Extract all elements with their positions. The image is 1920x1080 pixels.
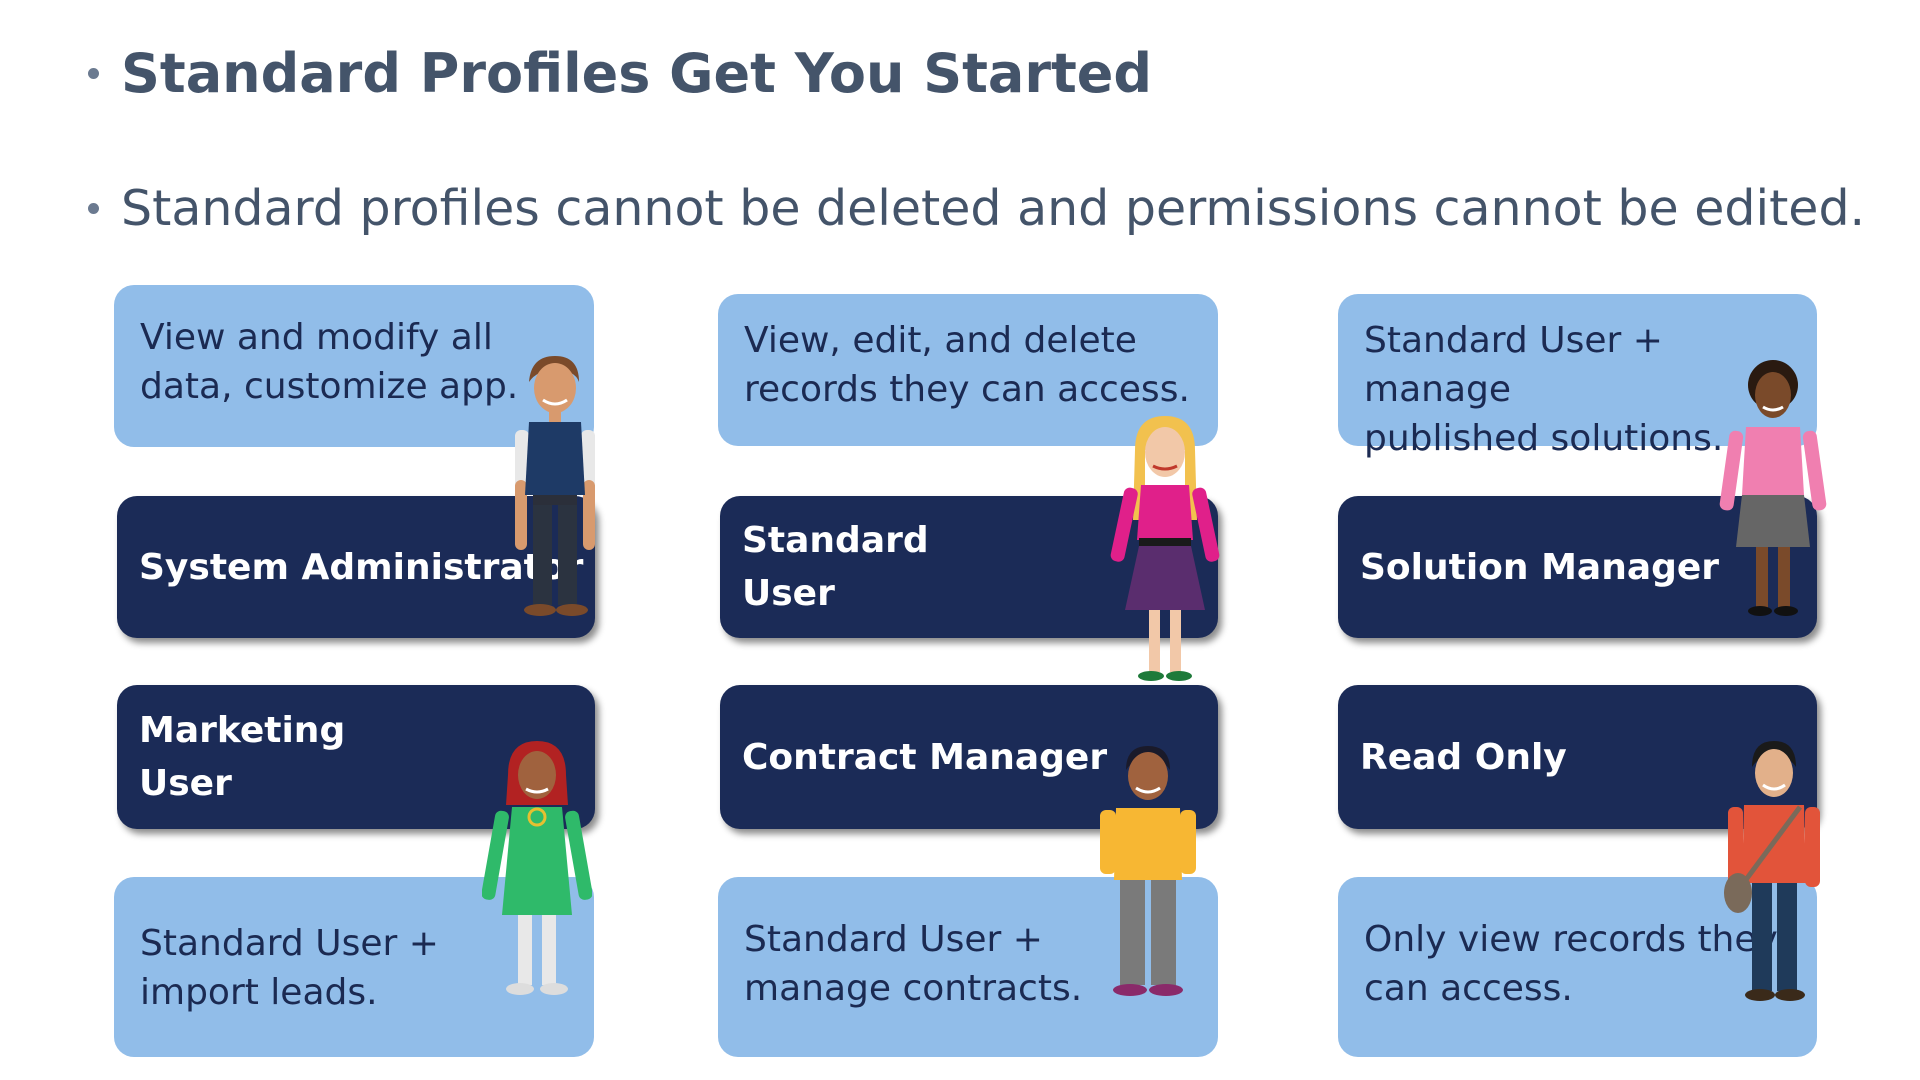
profile-description-card: View, edit, and delete records they can … — [718, 294, 1218, 446]
profile-description: View and modify all data, customize app. — [140, 317, 519, 407]
man-in-navy-vest-icon — [515, 356, 595, 616]
woman-in-pink-top-icon — [1110, 416, 1220, 681]
profile-name-card: Read Only — [1338, 685, 1817, 829]
profile-name: Solution Manager — [1360, 546, 1720, 588]
bullet-icon — [88, 203, 99, 214]
profile-name: Standard User — [742, 520, 929, 614]
slide-title: Standard Profiles Get You Started — [88, 42, 1152, 105]
profile-description-card: Standard User + import leads. — [114, 877, 594, 1057]
slide-title-text: Standard Profiles Get You Started — [121, 42, 1153, 105]
slide-subtitle: Standard profiles cannot be deleted and … — [88, 180, 1865, 237]
profile-name: Contract Manager — [742, 736, 1108, 778]
profile-description: Standard User + manage contracts. — [744, 919, 1083, 1009]
man-in-yellow-shirt-icon — [1100, 746, 1196, 996]
bullet-icon — [88, 68, 99, 79]
woman-in-pink-sweater-icon — [1719, 360, 1827, 616]
slide-subtitle-text: Standard profiles cannot be deleted and … — [121, 180, 1866, 237]
profile-name-card: Solution Manager — [1338, 496, 1817, 638]
profile-description: Only view records they can access. — [1364, 919, 1778, 1009]
profile-name: Read Only — [1360, 736, 1567, 778]
profile-name: Marketing User — [139, 710, 346, 804]
profile-description: Standard User + import leads. — [140, 923, 439, 1013]
profile-description-card: Only view records they can access. — [1338, 877, 1817, 1057]
man-with-messenger-bag-icon — [1724, 741, 1820, 1001]
profile-description-card: View and modify all data, customize app. — [114, 285, 594, 447]
profile-description-card: Standard User + manage published solutio… — [1338, 294, 1817, 459]
profile-description: View, edit, and delete records they can … — [744, 320, 1190, 410]
profile-description: Standard User + manage published solutio… — [1364, 320, 1724, 459]
woman-in-green-dress-icon — [482, 741, 592, 995]
